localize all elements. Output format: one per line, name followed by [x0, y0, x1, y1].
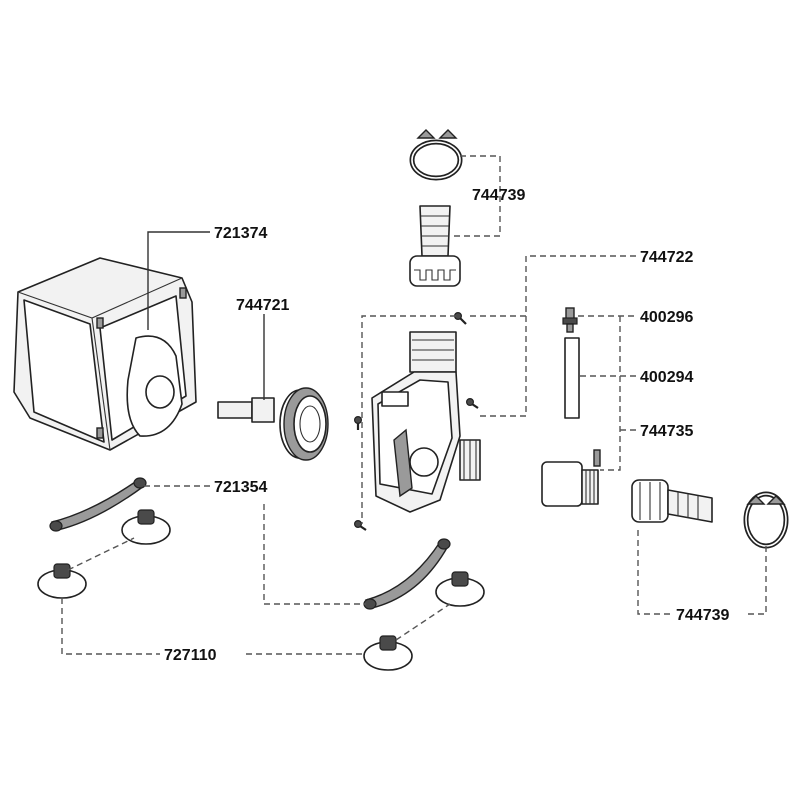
suction-cup	[435, 571, 485, 607]
hose-connector-right	[631, 479, 713, 523]
hose-clip-top	[409, 129, 463, 181]
label-744739-top: 744739	[472, 187, 525, 204]
suction-cup	[121, 509, 171, 545]
leader-lines	[61, 155, 767, 655]
motor-housing	[13, 257, 197, 451]
label-744735: 744735	[640, 423, 693, 440]
label-727110: 727110	[164, 647, 217, 664]
label-744739-bottom: 744739	[676, 607, 729, 624]
bracket-center	[363, 538, 451, 610]
regulator-valve	[562, 307, 578, 333]
label-721374: 721374	[214, 225, 267, 242]
label-400294: 400294	[640, 369, 693, 386]
screw	[466, 398, 479, 409]
part-labels: 744739 721374 744721 744722 400296 40029…	[164, 187, 729, 664]
tube	[564, 337, 580, 419]
label-400296: 400296	[640, 309, 693, 326]
pump-body	[371, 331, 481, 513]
label-721354: 721354	[214, 479, 267, 496]
label-744721: 744721	[236, 297, 289, 314]
suction-cup	[37, 563, 87, 599]
screw	[354, 519, 367, 531]
impeller	[217, 387, 329, 461]
bracket-left	[49, 477, 147, 532]
suction-cup	[363, 635, 413, 671]
hose-clip-right	[743, 491, 789, 549]
screw	[454, 312, 467, 325]
hose-connector-top	[409, 205, 461, 287]
label-744722: 744722	[640, 249, 693, 266]
outlet-adapter	[541, 449, 601, 507]
screw	[354, 416, 363, 430]
